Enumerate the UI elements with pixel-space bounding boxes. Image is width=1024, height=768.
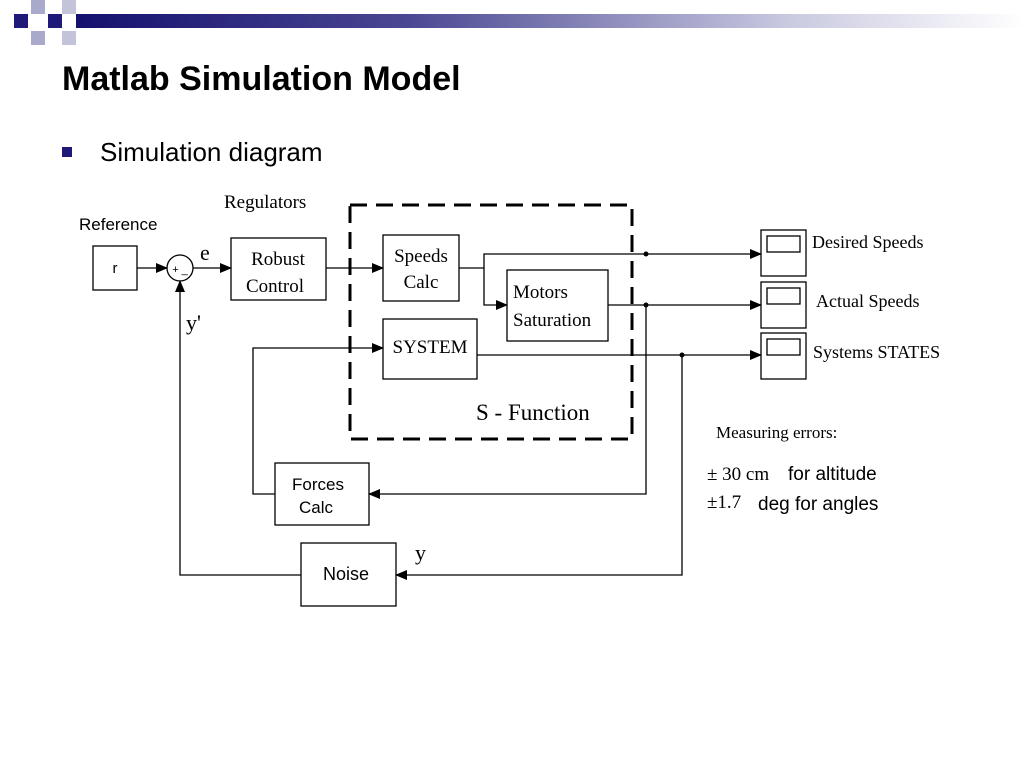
slide-title: Matlab Simulation Model — [62, 60, 461, 98]
header-square-light-3 — [62, 0, 76, 14]
header-square-dark-1 — [14, 14, 28, 28]
angles-error-text: deg for angles — [758, 494, 878, 515]
bullet-item: Simulation diagram — [62, 136, 323, 168]
slide-header-band — [14, 0, 1024, 45]
s-function-label: S - Function — [476, 400, 590, 425]
scope-label-actual-speeds: Actual Speeds — [816, 291, 919, 311]
regulators-label: Regulators — [224, 192, 306, 213]
wire-noise-to-sum — [175, 280, 301, 576]
header-square-light-4 — [62, 31, 76, 45]
altitude-error-text: for altitude — [788, 464, 877, 485]
speeds-calc-label-line1: Speeds — [394, 246, 448, 267]
s-function-frame — [348, 203, 634, 441]
header-square-light-2 — [31, 31, 45, 45]
angles-error-value: ±1.7 — [707, 492, 741, 513]
header-square-light-1 — [31, 0, 45, 14]
altitude-error-value: ± 30 cm — [707, 464, 769, 485]
wire-speeds-to-desired-scope — [459, 249, 762, 269]
y-prime-label: y' — [186, 310, 201, 335]
bullet-text: Simulation diagram — [100, 136, 323, 167]
scope-systems-states — [760, 332, 807, 380]
junction-dot — [643, 302, 649, 308]
measuring-errors-heading: Measuring errors: — [716, 423, 837, 442]
wire-motors-to-forces — [368, 305, 647, 499]
junction-dot — [679, 352, 685, 358]
reference-block-label: r — [113, 260, 118, 277]
scope-actual-speeds — [760, 281, 807, 329]
wire-forces-to-system — [252, 343, 384, 495]
square-bullet-icon — [62, 147, 72, 157]
robust-control-label-line1: Robust — [251, 249, 306, 270]
system-label: SYSTEM — [393, 337, 468, 358]
forces-calc-label-line2: Calc — [299, 498, 334, 517]
wire-system-to-noise — [395, 355, 683, 580]
scope-label-systems-states: Systems STATES — [813, 342, 940, 362]
robust-control-label-line2: Control — [246, 276, 304, 297]
scope-desired-speeds — [760, 229, 807, 277]
header-gradient-bar — [76, 14, 1024, 28]
junction-dot — [643, 251, 649, 257]
y-label: y — [415, 540, 426, 565]
noise-label: Noise — [323, 564, 369, 584]
motors-saturation-label-line2: Saturation — [513, 310, 592, 331]
header-square-dark-2 — [48, 14, 62, 28]
speeds-calc-label-line2: Calc — [404, 272, 439, 293]
error-label: e — [200, 240, 210, 265]
motors-saturation-label-line1: Motors — [513, 282, 568, 303]
forces-calc-label-line1: Forces — [292, 475, 344, 494]
sum-signs-label: + _ — [172, 264, 188, 276]
wire-speeds-to-motors — [483, 268, 508, 310]
scope-label-desired-speeds: Desired Speeds — [812, 232, 923, 252]
reference-label: Reference — [79, 215, 157, 234]
